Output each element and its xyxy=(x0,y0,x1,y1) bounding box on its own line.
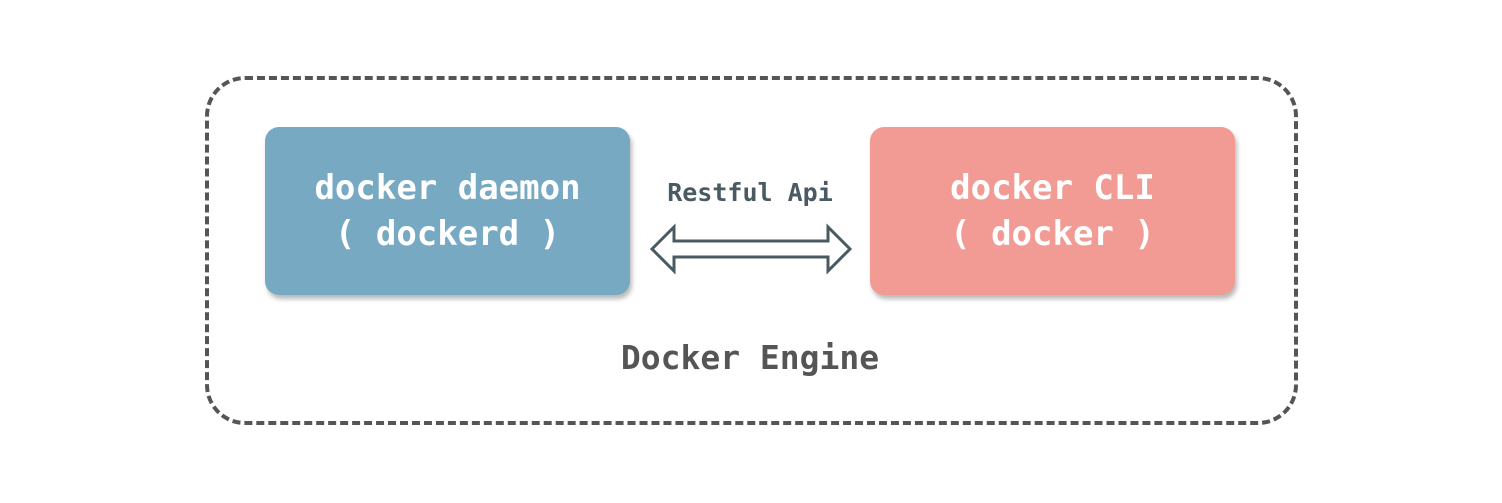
cli-binary: ( docker ) xyxy=(950,214,1155,254)
docker-engine-boundary xyxy=(205,76,1298,425)
restful-api-label: Restful Api xyxy=(667,178,833,207)
docker-engine-title: Docker Engine xyxy=(620,338,880,377)
double-arrow-icon xyxy=(649,223,853,275)
docker-cli-box: docker CLI ( docker ) xyxy=(870,127,1235,295)
cli-name: docker CLI xyxy=(950,168,1155,208)
daemon-binary: ( dockerd ) xyxy=(334,214,561,254)
daemon-name: docker daemon xyxy=(314,168,581,208)
docker-daemon-box: docker daemon ( dockerd ) xyxy=(265,127,630,295)
